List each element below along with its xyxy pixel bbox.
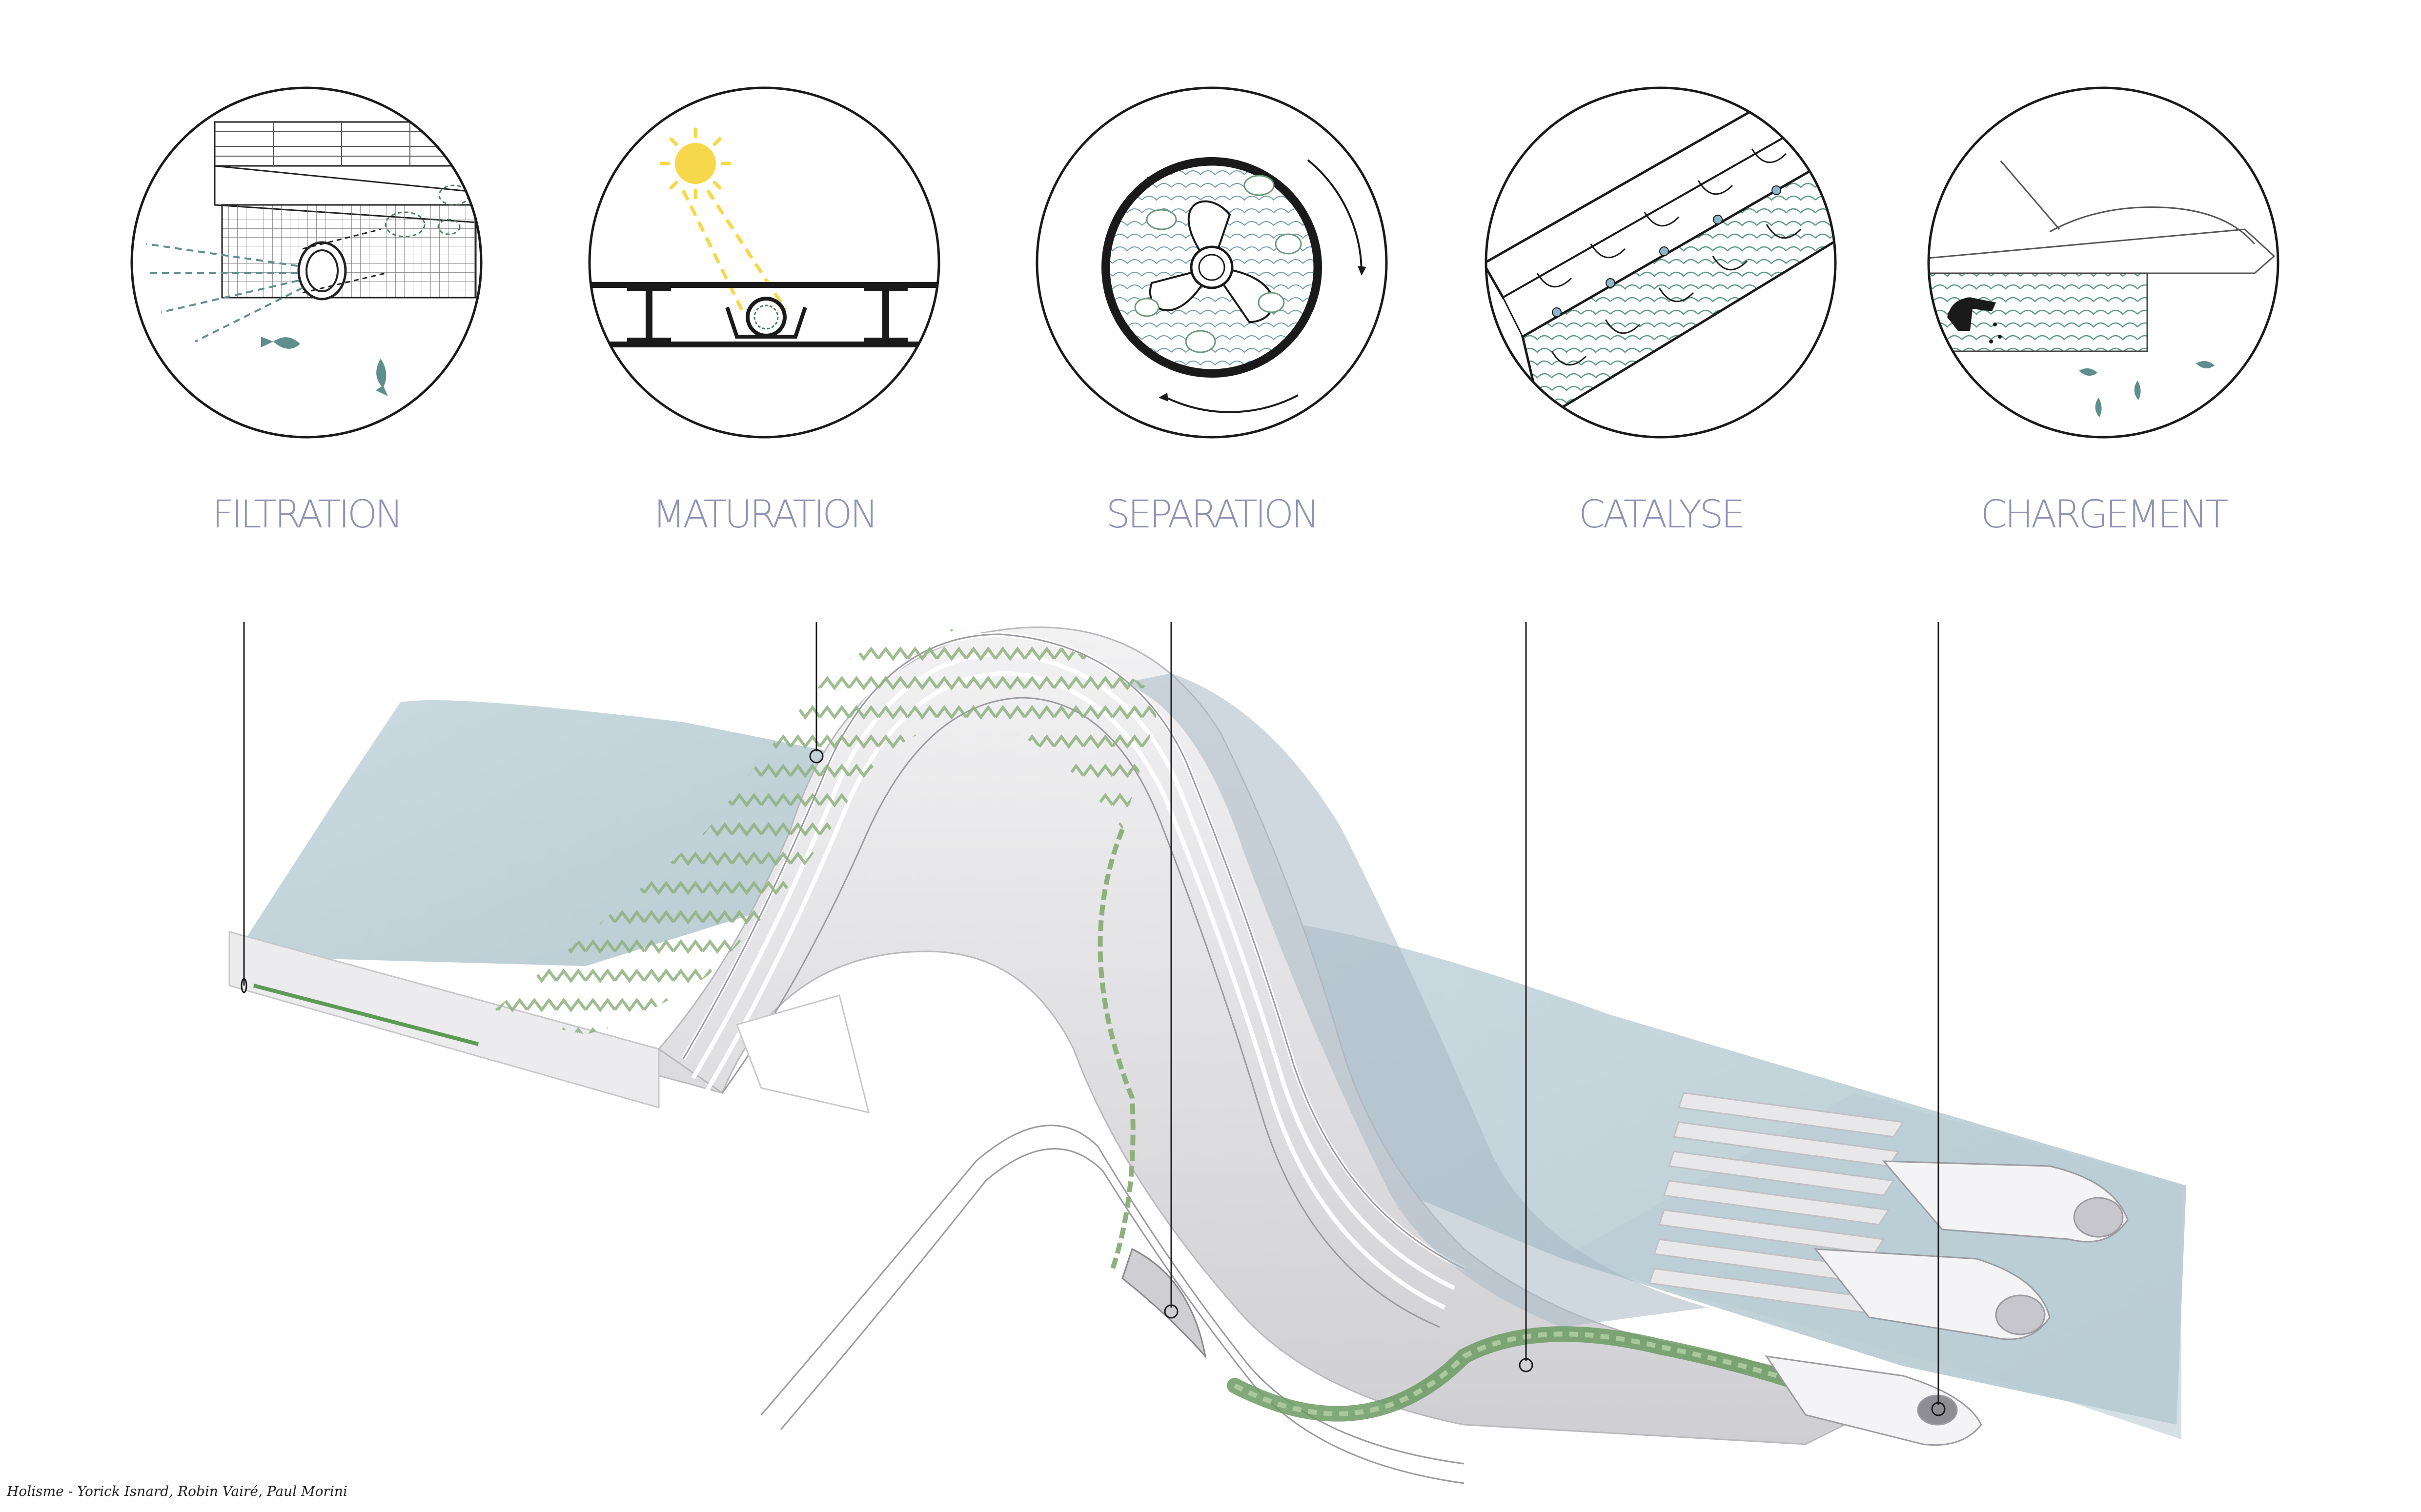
callout-catalyse	[1519, 1358, 1533, 1372]
stage-label-separation: SEPARATION	[1106, 493, 1320, 537]
callout-separation	[1164, 1304, 1179, 1319]
stage-label-catalyse: CATALYSE	[1578, 493, 1745, 537]
boat-2	[1813, 1248, 2051, 1340]
catalyse-icon	[1485, 86, 1837, 439]
boat-3	[1765, 1355, 1982, 1446]
stage-label-maturation: MATURATION	[652, 493, 878, 537]
separation-icon	[1036, 86, 1388, 439]
leader-lines	[241, 622, 1946, 1416]
callout-chargement	[1931, 1402, 1946, 1416]
stage-label-filtration: FILTRATION	[212, 493, 404, 537]
maturation-icon	[588, 86, 940, 439]
stage-label-chargement: CHARGEMENT	[1980, 493, 2229, 537]
translucent-canopy	[1122, 673, 1708, 1327]
algae-net	[488, 629, 1161, 1034]
author-credit: Holisme - Yorick Isnard, Robin Vairé, Pa…	[7, 1483, 347, 1499]
filtration-icon	[130, 86, 483, 439]
callout-filtration	[241, 978, 247, 993]
installation-axonometric-illustration	[228, 626, 2186, 1484]
callout-maturation	[809, 749, 824, 764]
chargement-icon	[1927, 86, 2279, 439]
boat-1	[1882, 1160, 2129, 1243]
